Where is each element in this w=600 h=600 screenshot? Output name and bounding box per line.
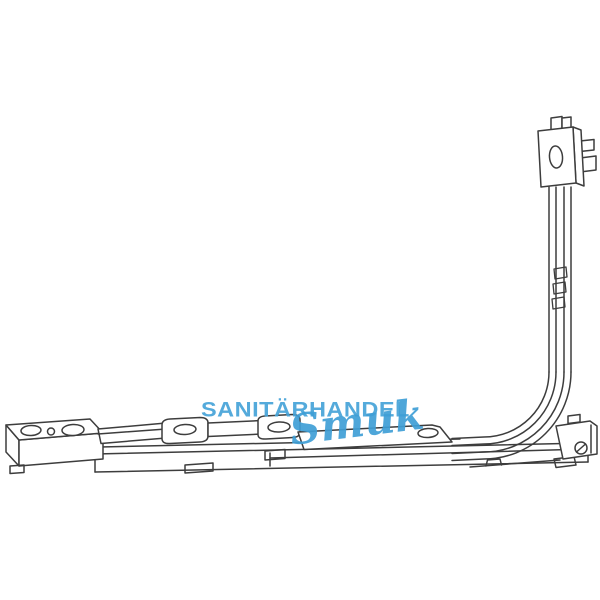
top-end-plate [537,115,597,188]
linkage-plates [97,413,453,451]
slotted-screw-icon [574,441,588,455]
rod-latch-detail [551,266,568,310]
vertical-rod [548,186,572,373]
corner-guide [451,371,577,469]
fixing-block [555,413,598,460]
left-end-block [5,418,104,475]
